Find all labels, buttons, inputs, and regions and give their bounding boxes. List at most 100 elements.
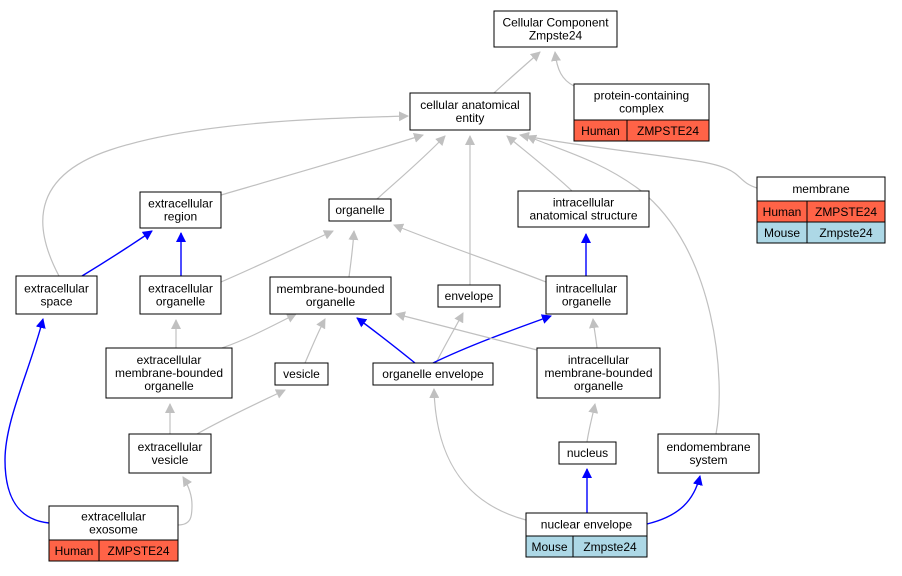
node-organelle[interactable]: organelle [328,198,392,222]
node-box [15,275,98,315]
node-box [545,275,628,315]
node-label-line: organelle [144,379,194,393]
node-box [105,347,233,399]
edge-cae-to-root [493,51,541,94]
node-box [517,190,650,228]
edge-nenv-to-oenv [429,388,527,521]
node-box [573,83,710,121]
node-label-line: extracellular [138,440,203,454]
gene-cell-bg [626,119,710,142]
edge-organelle-to-cae [376,135,446,200]
node-label-line: membrane-bounded [276,282,384,296]
node-box [372,362,494,386]
gene-cell-bg [806,221,886,244]
node-label-line: membrane-bounded [544,366,652,380]
edge-ico-to-organelle [393,223,547,283]
edges-layer [4,51,758,526]
node-label-line: nucleus [567,446,608,460]
node-box [409,92,531,131]
node-label-line: exosome [89,523,138,537]
edge-ecs-to-cae [42,111,409,277]
node-label-line: endomembrane [666,440,750,454]
node-label-line: system [689,453,727,467]
node-label-line: vesicle [152,453,189,467]
edge-oenv-to-mbo [356,317,416,364]
node-label-line: extracellular [137,353,202,367]
node-nucleus[interactable]: nucleus [558,441,617,465]
edge-oenv-to-ico [432,314,552,364]
species-cell: Mouse [764,226,800,240]
edge-ecv-to-vesicle [196,389,286,435]
node-label-line: intracellular [553,196,614,210]
node-box [139,191,222,229]
node-box [493,10,618,48]
gene-cell-bg [98,539,179,562]
gene-cell-bg [572,535,648,558]
node-label-line: Zmpste24 [529,29,583,43]
edge-eco-to-organelle [220,230,334,283]
node-box [269,276,392,315]
node-label-line: protein-containing [594,89,689,103]
node-label-line: space [40,295,72,309]
node-box [756,176,886,202]
edge-ias-to-cae [506,135,573,192]
species-cell: Human [581,124,620,138]
node-label-line: organelle [562,295,612,309]
node-label-line: intracellular [556,282,617,296]
edge-mbo-to-organelle [348,230,359,278]
node-box [536,347,661,399]
node-box [139,275,222,315]
edge-ecs-to-ecr [81,230,153,277]
node-label-line: entity [456,111,485,125]
node-label-line: Cellular Component [502,16,609,30]
node-label-line: extracellular [148,197,213,211]
species-cell: Mouse [531,540,567,554]
node-vesicle[interactable]: vesicle [274,362,329,386]
edge-vesicle-to-mbo [304,318,326,364]
node-box [657,433,760,474]
node-label-line: membrane-bounded [115,366,223,380]
node-box [558,441,617,465]
node-label-line: envelope [445,289,494,303]
gene-cell: Zmpste24 [819,226,873,240]
edge-exosome-to-ecs [4,318,50,524]
edge-imbo-to-mbo [395,311,538,351]
gene-cell: ZMPSTE24 [107,544,169,558]
node-label-line: cellular anatomical [420,98,519,112]
edge-imbo-to-ico [589,318,599,349]
gene-cell: Zmpste24 [583,540,637,554]
node-envelope[interactable]: envelope [437,284,501,308]
node-label-line: organelle [335,203,385,217]
edge-exosome-to-ecv [177,476,193,526]
node-label-line: organelle [574,379,624,393]
edge-ems-to-cae [526,134,720,435]
node-oenv[interactable]: organelle envelope [372,362,494,386]
edge-ecr-to-cae [220,132,424,196]
node-label-line: organelle envelope [382,367,484,381]
node-label-line: vesicle [283,367,320,381]
node-label-line: organelle [306,295,356,309]
node-label-line: extracellular [148,282,213,296]
node-label-line: anatomical structure [529,209,637,223]
edge-nenv-to-ems [646,475,703,525]
edge-membrane-to-cae [519,131,758,189]
species-cell: Human [55,544,94,558]
